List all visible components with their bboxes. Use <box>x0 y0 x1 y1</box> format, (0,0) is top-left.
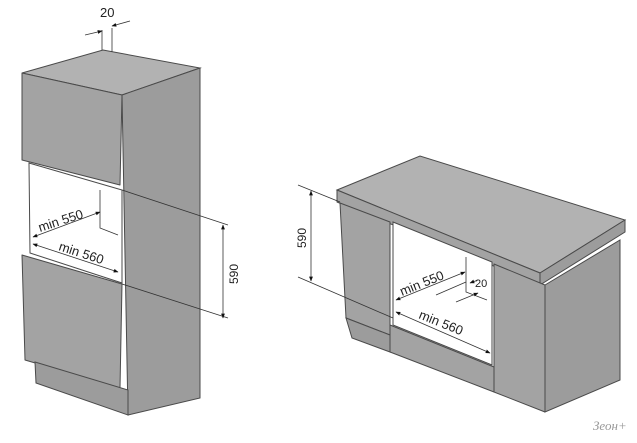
base-gap-label: 20 <box>475 278 487 290</box>
tall-plinth <box>34 361 129 416</box>
tall-cabinet-side <box>121 67 201 416</box>
base-plinth-left <box>345 317 391 353</box>
base-height-label: 590 <box>295 228 309 248</box>
top-gap-label: 20 <box>100 5 114 20</box>
left-panel <box>339 202 391 336</box>
tall-cabinet: 20 min 550 min 560 590 <box>21 5 241 416</box>
base-cabinet: 590 min 550 min 560 20 <box>295 155 627 413</box>
tall-height-label: 590 <box>227 264 241 284</box>
watermark: Зеон+ <box>593 418 627 433</box>
right-panel <box>493 263 546 413</box>
upper-door <box>21 72 123 186</box>
worktop-side <box>539 219 626 286</box>
